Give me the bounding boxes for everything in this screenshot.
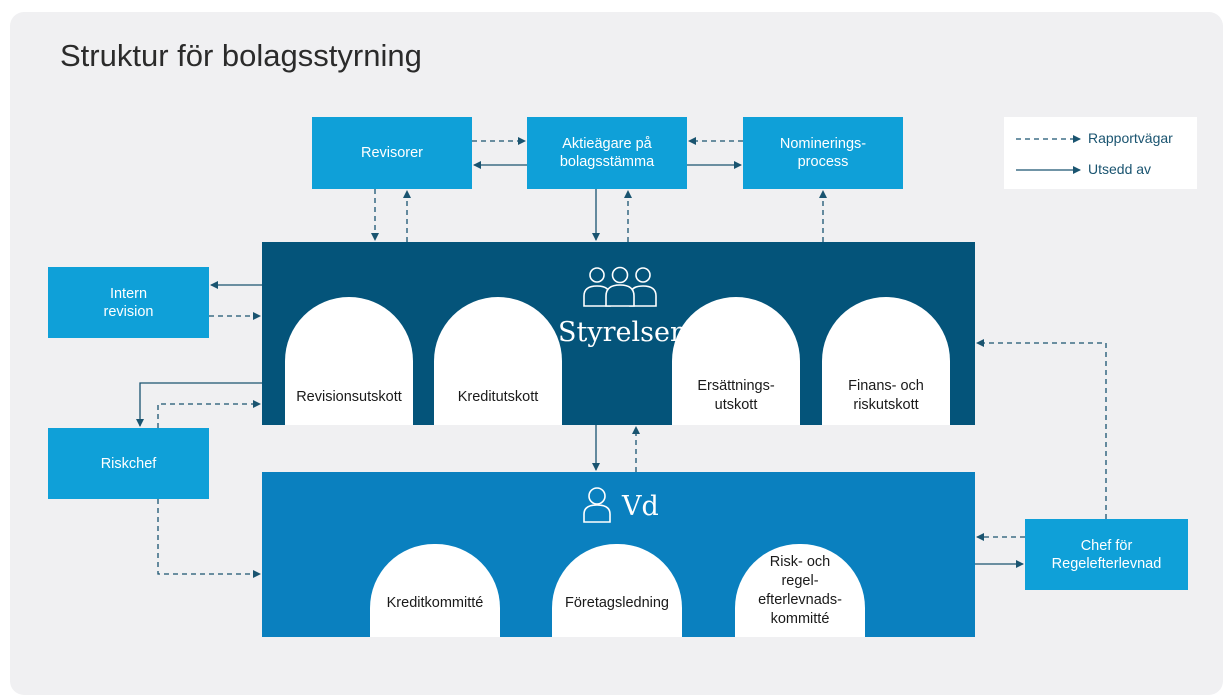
legend-arrows	[1016, 135, 1081, 174]
committee-revisionsutskott: Revisionsutskott	[285, 297, 413, 425]
revisorer-label: Revisorer	[360, 145, 424, 161]
aktieagare-label: Aktieägare på bolagsstämma	[559, 136, 655, 170]
committee-risk-regelefterlevnad: Risk- och regel- efterlevnads- kommitté	[735, 544, 865, 637]
committee-revisionsutskott-label: Revisionsutskott	[296, 389, 402, 405]
arrow-riskchef-to-ceo	[157, 499, 261, 578]
committee-ersattningsutskott-label: Ersättnings- utskott	[697, 378, 775, 413]
aktieagare-box: Aktieägare på bolagsstämma	[527, 117, 687, 189]
legend-appointed-label: Utsedd av	[1088, 161, 1152, 177]
committee-kreditkommitte-label: Kreditkommitté	[386, 595, 484, 611]
chef-regelefterlevnad-box: Chef för Regelefterlevnad	[1025, 519, 1188, 590]
riskchef-label: Riskchef	[100, 455, 157, 472]
legend-reporting-label: Rapportvägar	[1088, 130, 1173, 146]
committee-kreditkommitte: Kreditkommitté	[370, 544, 500, 637]
committee-risk-regelefterlevnad-label: Risk- och regel- efterlevnads- kommitté	[758, 554, 842, 627]
committee-foretagsledning: Företagsledning	[552, 544, 682, 637]
committee-kreditutskott-label: Kreditutskott	[457, 389, 539, 405]
riskchef-box: Riskchef	[48, 428, 209, 499]
board-group-icon	[583, 266, 657, 307]
person-icon	[583, 487, 611, 523]
intern-revision-box: Intern revision	[48, 267, 209, 338]
committee-kreditutskott: Kreditutskott	[434, 297, 562, 425]
board-title: Styrelsen	[558, 317, 688, 348]
committee-ersattningsutskott: Ersättnings- utskott	[672, 297, 800, 425]
ceo-title: Vd	[622, 491, 659, 522]
arrow-riskchef-to-board	[157, 400, 261, 428]
revisorer-box: Revisorer	[312, 117, 472, 189]
arrow-chef-to-board	[976, 339, 1107, 519]
legend: Rapportvägar Utsedd av	[1004, 117, 1197, 189]
board-block: Styrelsen Revisionsutskott Kreditutskott…	[262, 242, 975, 425]
nominering-label: Nominerings- process	[779, 136, 867, 170]
arrow-board-to-riskchef	[136, 382, 262, 427]
page-title: Struktur för bolagsstyrning	[60, 38, 422, 73]
ceo-block: Vd Kreditkommitté Företagsledning Risk- …	[262, 472, 975, 637]
committee-finans-riskutskott: Finans- och riskutskott	[822, 297, 950, 425]
committee-finans-riskutskott-label: Finans- och riskutskott	[848, 378, 924, 413]
chef-regelefterlevnad-label: Chef för Regelefterlevnad	[1051, 537, 1162, 572]
nominering-box: Nominerings- process	[743, 117, 903, 189]
intern-revision-label: Intern revision	[103, 285, 154, 320]
committee-foretagsledning-label: Företagsledning	[565, 595, 669, 611]
